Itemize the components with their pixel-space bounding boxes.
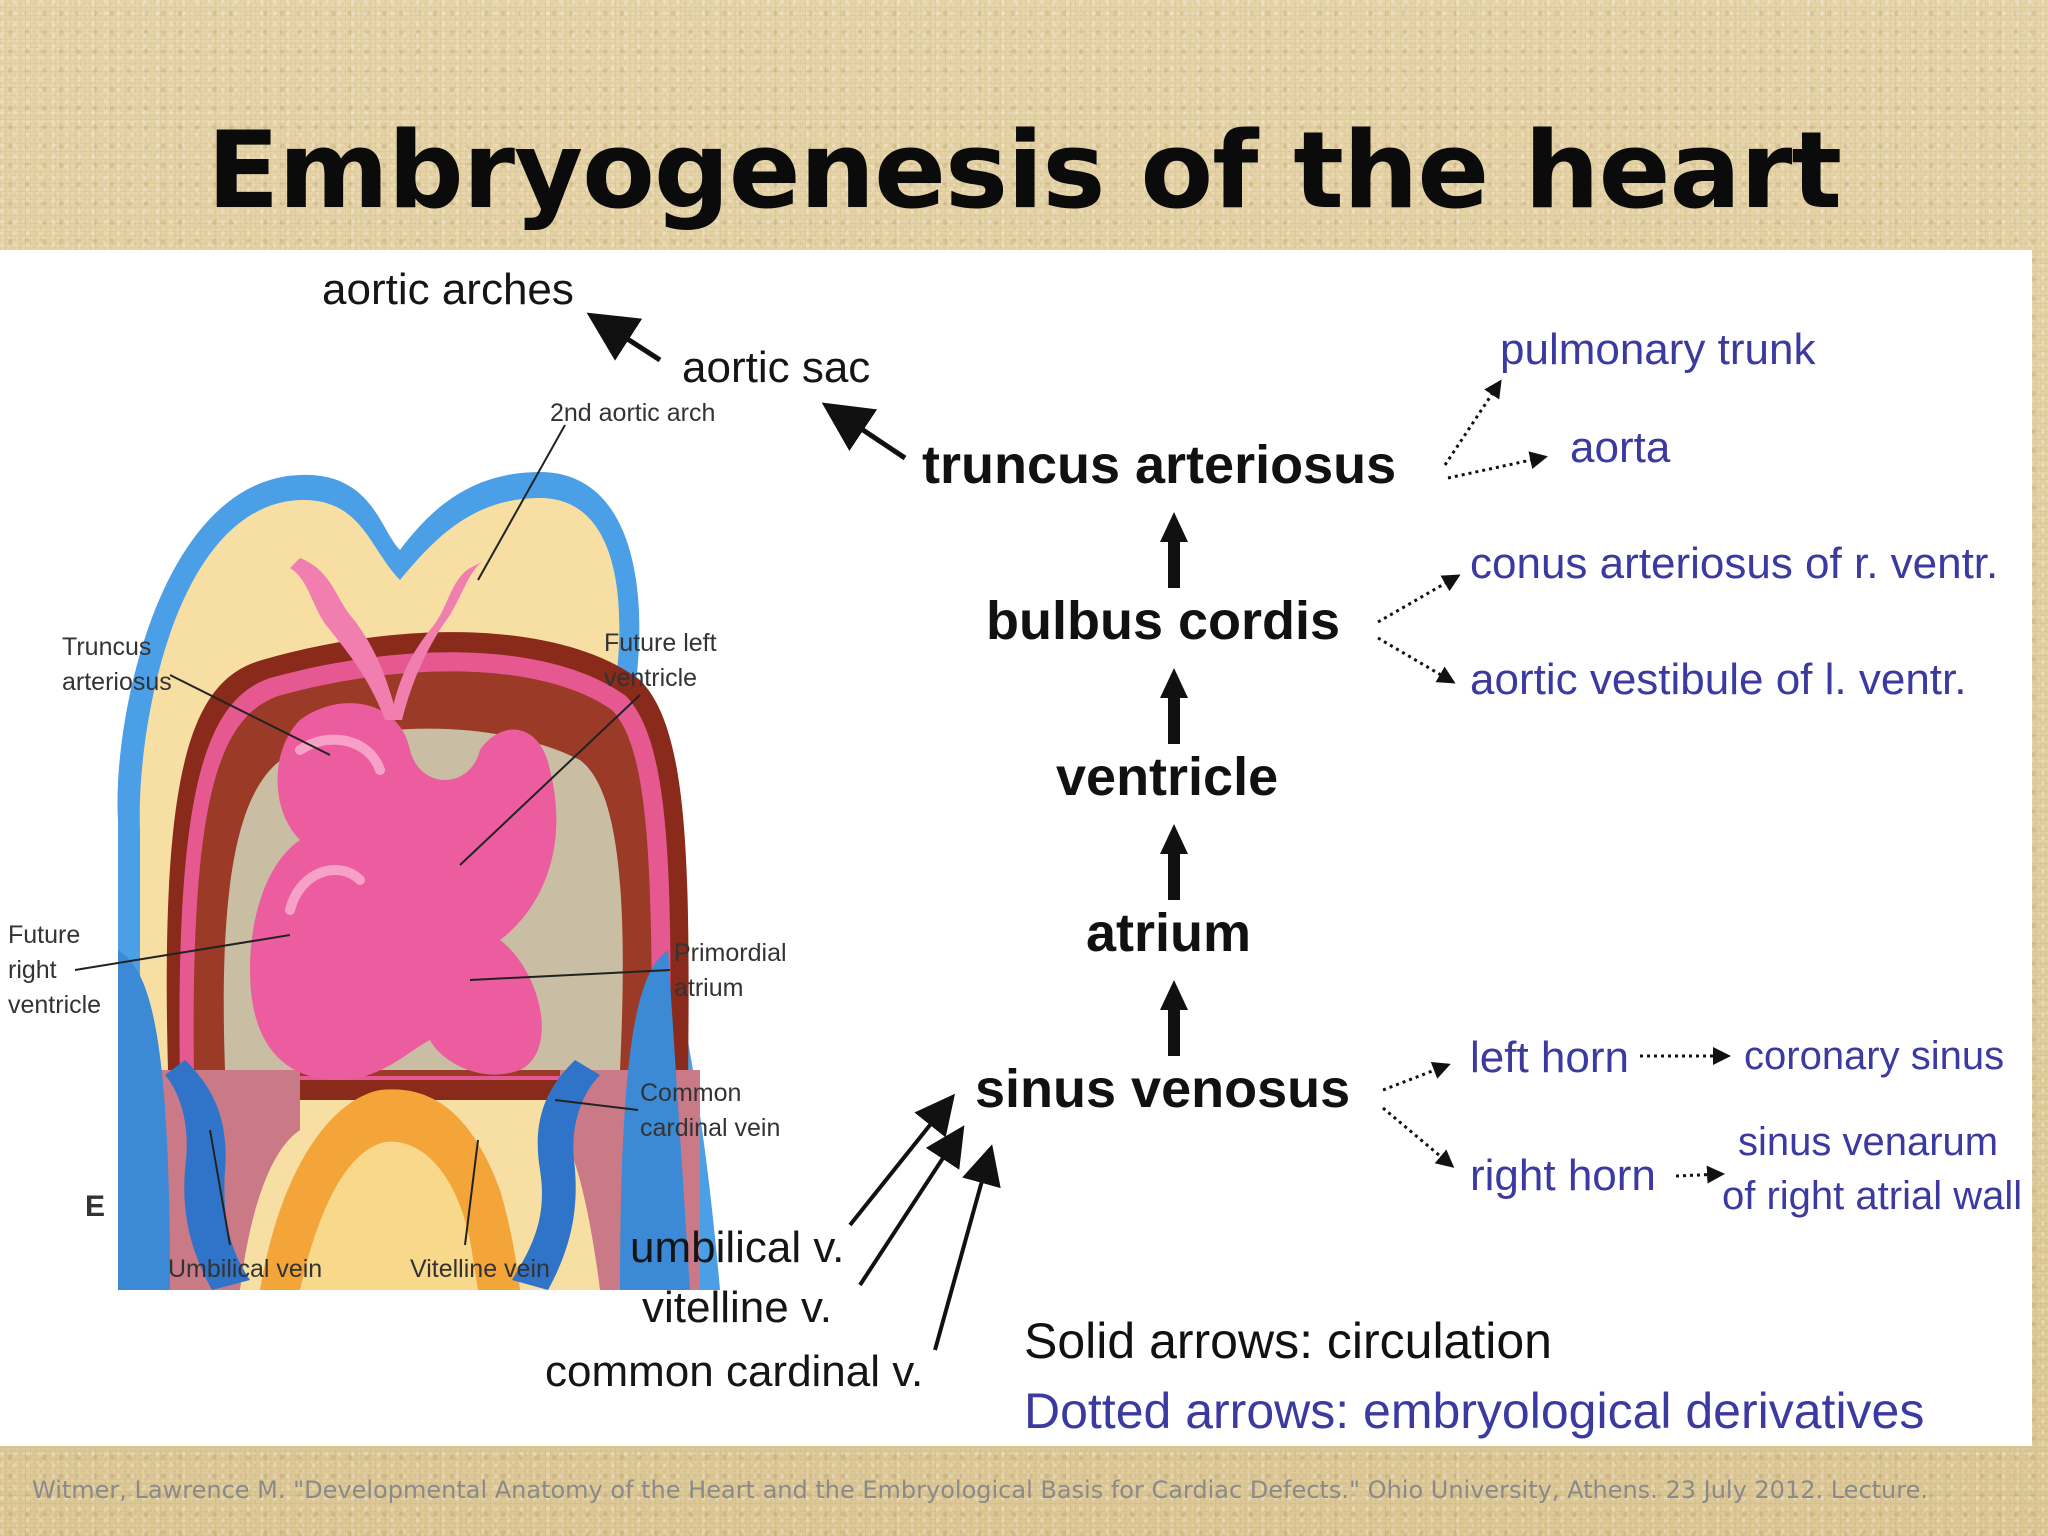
inflow-arrow-umbilical: [848, 1093, 955, 1227]
dotted-arrow-conus: [1377, 574, 1461, 624]
label-future-left-ventricle: Future left ventricle: [604, 629, 717, 692]
inflow-vitelline: vitelline v.: [642, 1283, 832, 1332]
derivative-sinus-venarum-line1: sinus venarum: [1738, 1120, 1999, 1164]
label-panel-letter: E: [85, 1190, 106, 1223]
derivative-sinus-venarum-line2: of right atrial wall: [1722, 1174, 2023, 1218]
lower-cream-region: [300, 1141, 478, 1290]
aortic-arch-right: [390, 562, 482, 720]
diagram-graphics: [74, 312, 1731, 1351]
up-arrow-sinus-to-atrium: [1160, 980, 1188, 1056]
derivative-pulmonary-trunk: pulmonary trunk: [1500, 325, 1816, 374]
derivative-right-horn: right horn: [1470, 1151, 1656, 1200]
label-2nd-aortic-arch: 2nd aortic arch: [550, 399, 716, 427]
slide-title: Embryogenesis of the heart: [206, 109, 1842, 232]
inflow-common-cardinal: common cardinal v.: [545, 1347, 924, 1396]
derivative-conus-arteriosus: conus arteriosus of r. ventr.: [1470, 539, 1999, 588]
derivative-coronary-sinus: coronary sinus: [1744, 1034, 2005, 1078]
right-cardinal-vein: [512, 1060, 600, 1290]
label-future-right-ventricle: Future right ventricle: [8, 921, 102, 1019]
label-truncus-arteriosus: Truncus arteriosus: [62, 633, 172, 696]
left-blue-column: [118, 950, 170, 1290]
stage-ventricle: ventricle: [1056, 747, 1279, 807]
solid-arrow-sac-to-arches: [586, 312, 662, 363]
dotted-arrow-pulmonary: [1443, 379, 1502, 466]
derivative-aorta: aorta: [1570, 423, 1671, 472]
legend-solid-arrows: Solid arrows: circulation: [1024, 1313, 1552, 1369]
citation: Witmer, Lawrence M. "Developmental Anato…: [32, 1476, 1928, 1504]
diagram-panel: 2nd aortic arch Truncus arteriosus Futur…: [0, 250, 2032, 1446]
circulation-arrows: [586, 312, 1188, 1351]
inflow-arrow-cardinal: [933, 1144, 1001, 1351]
dotted-arrow-left-horn: [1382, 1061, 1451, 1092]
label-aortic-sac: aortic sac: [682, 343, 871, 392]
inflow-arrow-vitelline: [858, 1125, 965, 1287]
label-aortic-arches: aortic arches: [322, 265, 574, 314]
label-vitelline-vein: Vitelline vein: [410, 1255, 550, 1283]
stage-truncus-arteriosus: truncus arteriosus: [922, 435, 1397, 495]
dotted-arrow-right-horn: [1382, 1106, 1455, 1168]
right-blue-column: [620, 950, 690, 1290]
heart-illustration: [74, 424, 720, 1290]
label-umbilical-vein: Umbilical vein: [168, 1255, 323, 1283]
dotted-arrow-aorta: [1447, 451, 1548, 480]
stage-atrium: atrium: [1086, 903, 1252, 963]
inflow-umbilical: umbilical v.: [630, 1223, 845, 1272]
solid-arrow-truncus-to-sac: [821, 402, 907, 461]
heart-tube: [250, 703, 557, 1080]
up-arrow-bulbus-to-truncus: [1160, 512, 1188, 588]
derivative-arrows: [1377, 379, 1731, 1184]
legend-dotted-arrows: Dotted arrows: embryological derivatives: [1024, 1383, 1925, 1439]
label-common-cardinal-vein: Common cardinal vein: [640, 1079, 781, 1142]
up-arrow-ventricle-to-bulbus: [1160, 668, 1188, 744]
dotted-arrow-sinus-venarum: [1675, 1165, 1725, 1184]
derivative-left-horn: left horn: [1470, 1033, 1629, 1082]
label-primordial-atrium: Primordial atrium: [674, 939, 787, 1002]
dotted-arrow-vestibule: [1377, 636, 1456, 684]
derivative-aortic-vestibule: aortic vestibule of l. ventr.: [1470, 655, 1967, 704]
aortic-arch-left: [290, 558, 398, 720]
stage-sinus-venosus: sinus venosus: [975, 1059, 1351, 1119]
up-arrow-atrium-to-ventricle: [1160, 824, 1188, 900]
stage-bulbus-cordis: bulbus cordis: [986, 591, 1341, 651]
